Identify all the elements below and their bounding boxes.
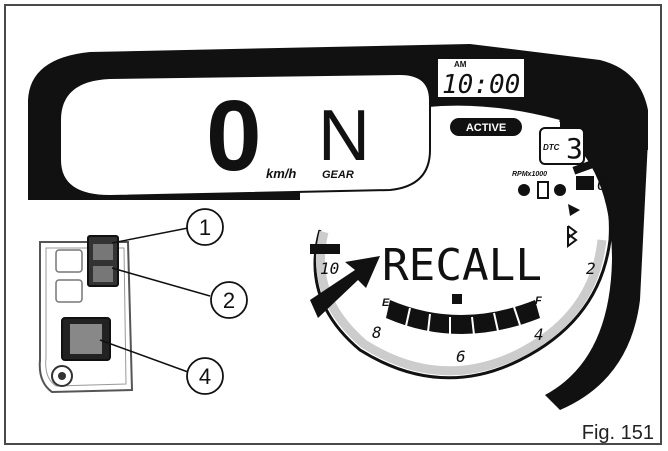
switch-top-left [55,249,83,273]
rpm-label: RPMx1000 [512,171,547,178]
tach-zero-mark [576,176,594,190]
dtc-value: 3 [566,132,583,165]
fuel-pump-icon [452,294,462,304]
tach-label-6: 6 [456,347,466,366]
tach-mark [310,244,340,254]
gear-value: N [318,96,370,176]
callout-circle-4 [186,357,224,395]
clock-box [436,57,526,99]
clock-time: 10:00 [442,70,520,100]
tach-ring [313,118,612,380]
message-text: RECALL [382,240,542,291]
callout-line-1 [111,227,189,244]
callout-number-2: 2 [223,288,235,313]
active-label: ACTIVE [466,122,506,134]
dtc-label: DTC [543,143,560,152]
tyre-pressure-icon-rear [554,184,566,196]
housing-right [545,86,648,410]
callout-number-1: 1 [199,215,211,240]
fuel-gauge [386,300,540,334]
switch-cube [38,235,134,394]
tach-label-8: 8 [372,323,382,342]
tach-label-2: 2 [586,259,596,278]
speed-window [59,72,431,198]
tyre-pressure-icon [518,184,530,196]
navigation-icon [568,204,580,216]
figure-caption: Fig. 151 [581,422,654,444]
tach-mark [572,157,602,175]
clock-period: AM [454,60,467,69]
dtc-box [539,127,585,165]
button-1-face [93,244,113,260]
button-4-face [70,324,102,354]
callout-circle-1 [186,208,224,246]
tach-label-0: 0 [597,175,607,194]
active-badge [450,118,522,136]
speed-unit: km/h [266,166,296,181]
tach-label-4: 4 [534,325,544,344]
button-2-face [93,266,113,282]
fuel-gauge-segments [405,306,521,336]
callout-line-4 [99,339,189,373]
bluetooth-icon [567,225,578,248]
fuel-full-label: F [535,295,542,307]
phone-icon [537,181,549,199]
callout-number-4: 4 [199,364,211,389]
gear-label: GEAR [322,169,354,181]
tach-label-10: 10 [320,259,339,278]
switch-mid-left [55,279,83,303]
fuel-empty-label: E [382,297,390,309]
speed-value: 0 [206,80,262,192]
callout-line-2 [111,267,211,297]
callout-circle-2 [210,281,248,319]
pointer-arrow [310,256,380,318]
